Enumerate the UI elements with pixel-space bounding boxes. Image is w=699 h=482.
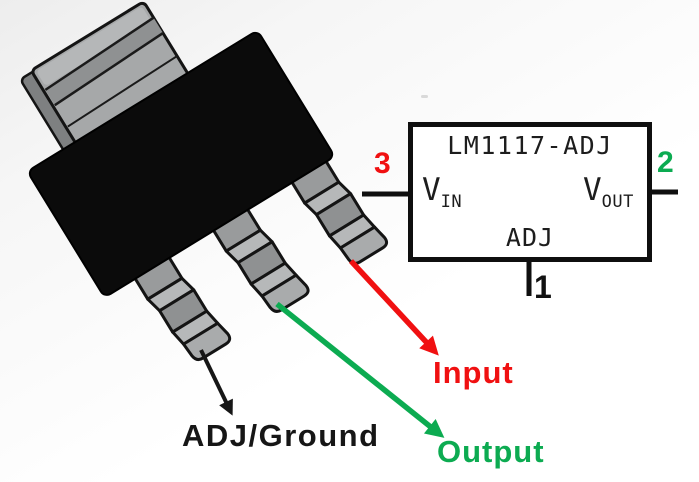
schematic-title: LM1117-ADJ	[447, 131, 613, 160]
vout-sub: OUT	[601, 192, 634, 212]
lead-adj	[127, 246, 232, 362]
output-callout: Output	[437, 434, 545, 469]
background-speck	[421, 95, 428, 98]
adj-pin-label: ADJ	[505, 223, 555, 252]
schematic-symbol	[362, 122, 678, 296]
vin-main: V	[422, 172, 441, 208]
chip-3d	[20, 1, 389, 362]
schematic-box	[408, 122, 652, 262]
chip-body	[28, 31, 334, 296]
vin-label: VIN	[422, 175, 462, 211]
vout-main: V	[583, 172, 602, 208]
vin-sub: IN	[440, 192, 463, 212]
heatsink-tab-icon	[20, 1, 191, 153]
adj-ground-callout: ADJ/Ground	[182, 418, 380, 453]
input-callout: Input	[433, 355, 514, 390]
lead-output	[205, 198, 310, 313]
pin-number-2: 2	[657, 146, 674, 179]
vout-label: VOUT	[583, 175, 634, 211]
pin-number-3: 3	[374, 147, 391, 180]
adj-ground-arrow	[199, 349, 233, 416]
output-arrow	[275, 301, 445, 438]
input-arrow	[348, 259, 439, 356]
pin-number-1: 1	[534, 269, 552, 305]
